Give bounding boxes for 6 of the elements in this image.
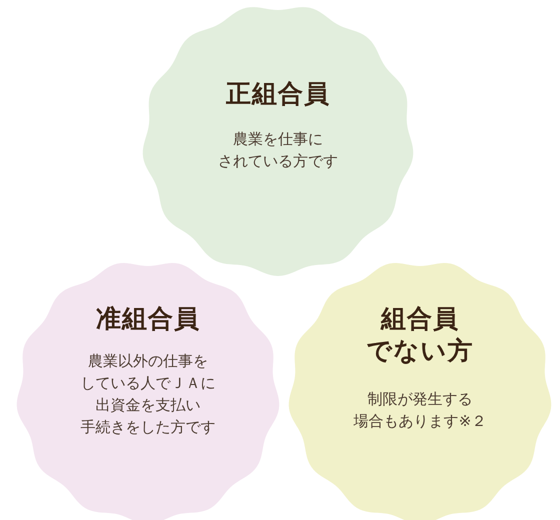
- description: 農業を仕事にされている方です: [217, 129, 339, 172]
- heading: 組合員でない方: [366, 303, 474, 367]
- description: 制限が発生する場合もあります※２: [352, 389, 488, 432]
- description: 農業以外の仕事をしている人でＪＡに出資金を支払い手続きをした方です: [80, 351, 216, 438]
- heading: 准組合員: [95, 303, 201, 335]
- heading: 正組合員: [225, 78, 331, 110]
